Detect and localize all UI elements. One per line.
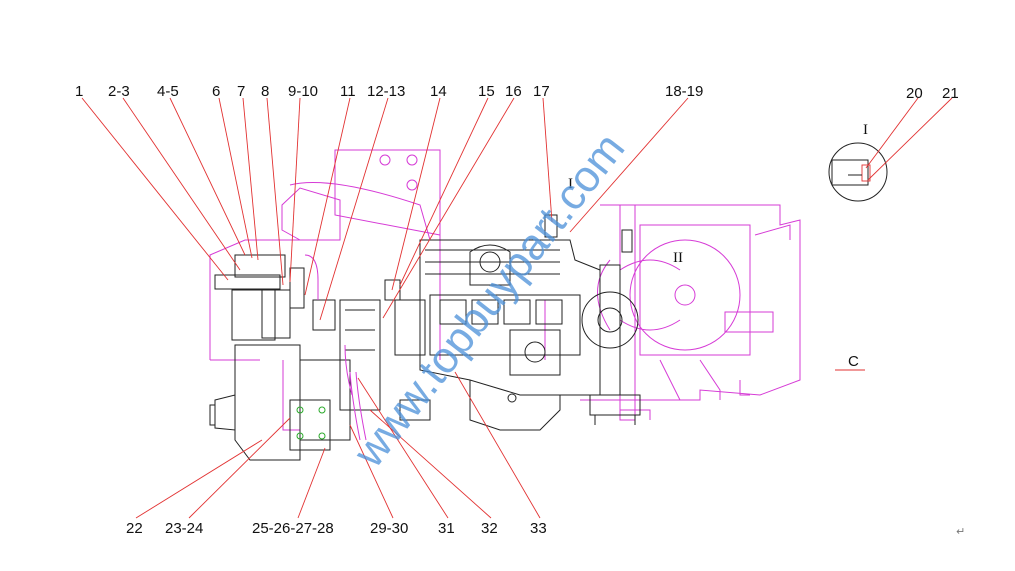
bottom-labels: 22 23-24 25-26-27-28 29-30 31 32 33 [126, 520, 547, 537]
leader-lines [81, 97, 953, 519]
label-25-26-27-28: 25-26-27-28 [252, 520, 334, 537]
right-labels: 20 21 [906, 85, 959, 102]
pipes [304, 254, 367, 441]
label-20: 20 [906, 85, 923, 102]
label-32: 32 [481, 520, 498, 537]
detail-I-marker: I [568, 176, 573, 192]
label-31: 31 [438, 520, 455, 537]
label-14: 14 [430, 83, 447, 100]
label-12-13: 12-13 [367, 83, 405, 100]
view-C-marker: C [848, 353, 859, 370]
label-2-3: 2-3 [108, 83, 130, 100]
label-16: 16 [505, 83, 522, 100]
detail-I-inset-title: I [863, 122, 868, 138]
label-9-10: 9-10 [288, 83, 318, 100]
top-labels: 1 2-3 4-5 6 7 8 9-10 11 12-13 14 15 16 1… [75, 83, 703, 100]
label-22: 22 [126, 520, 143, 537]
label-11: 11 [340, 83, 356, 100]
label-21: 21 [942, 85, 959, 102]
label-18-19: 18-19 [665, 83, 703, 100]
fan-drive [581, 229, 641, 425]
label-15: 15 [478, 83, 495, 100]
label-4-5: 4-5 [157, 83, 179, 100]
watermark-text: www.topbuypart.com [344, 124, 635, 477]
cooler-assembly [214, 254, 401, 341]
label-6: 6 [212, 83, 220, 100]
label-7: 7 [237, 83, 245, 100]
detail-II-marker: II [673, 250, 683, 266]
label-23-24: 23-24 [165, 520, 203, 537]
label-29-30: 29-30 [370, 520, 408, 537]
return-mark: ↵ [956, 526, 965, 538]
detail-I-inset [828, 142, 888, 202]
label-1: 1 [75, 83, 83, 100]
label-17: 17 [533, 83, 550, 100]
transmission [209, 299, 431, 461]
label-33: 33 [530, 520, 547, 537]
label-8: 8 [261, 83, 269, 100]
